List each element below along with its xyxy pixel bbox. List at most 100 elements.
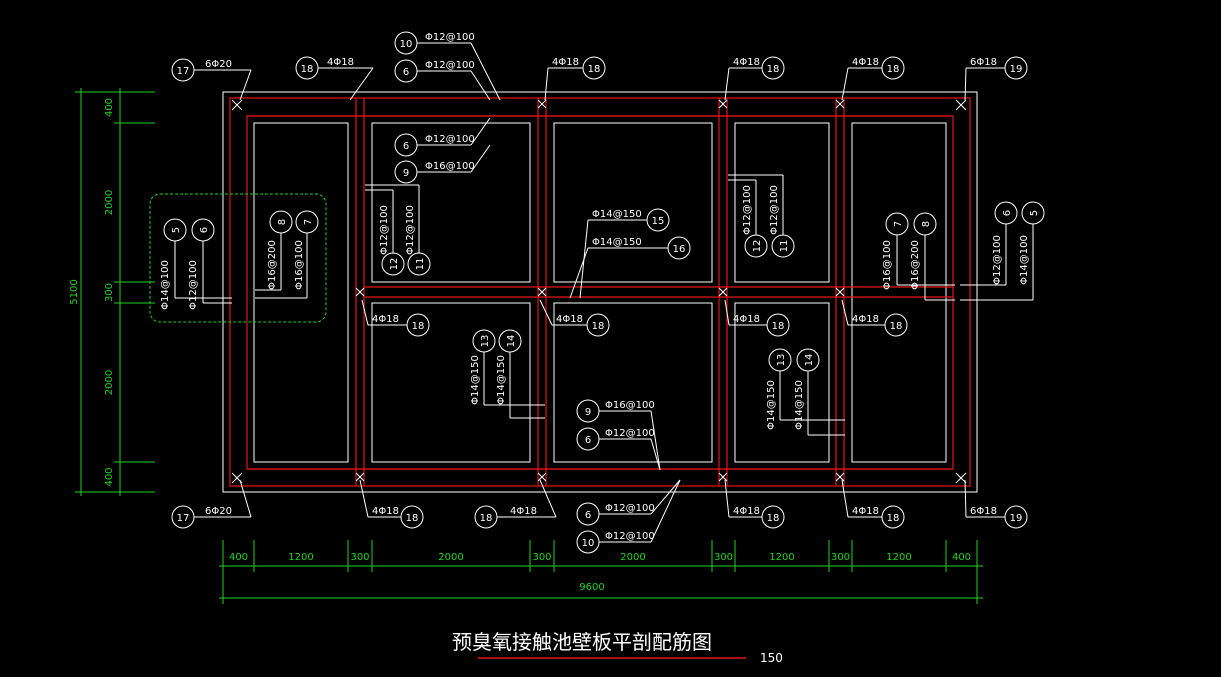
bar-mark-number: 9 xyxy=(585,407,591,418)
bar-mark-number: 6 xyxy=(585,435,591,446)
bar-spec: 4Φ18 xyxy=(733,506,760,517)
bar-spec: Φ14@150 xyxy=(592,209,642,220)
bar-spec: 4Φ18 xyxy=(372,506,399,517)
dim-value: 1200 xyxy=(769,552,794,563)
bar-spec: Φ12@100 xyxy=(605,428,655,439)
dim-value: 2000 xyxy=(438,552,463,563)
bar-mark-circle xyxy=(576,502,600,526)
bar-mark-circle xyxy=(171,58,195,82)
wall-reinforcement-lines xyxy=(229,97,971,487)
dim-value: 400 xyxy=(104,98,115,117)
bar-spec: 4Φ18 xyxy=(852,314,879,325)
bar-spec: Φ12@100 xyxy=(425,134,475,145)
dim-value: 400 xyxy=(229,552,248,563)
bar-mark-circle xyxy=(163,218,187,242)
drawing-title: 预臭氧接触池壁板平剖配筋图 xyxy=(452,630,712,654)
bar-mark-circle xyxy=(498,329,522,353)
bar-mark-number: 6 xyxy=(403,67,409,78)
bar-mark-circle xyxy=(407,252,431,276)
bar-mark-circle xyxy=(576,427,600,451)
bar-spec: 4Φ18 xyxy=(552,57,579,68)
bar-spec: 4Φ18 xyxy=(733,57,760,68)
bar-spec: Φ16@100 xyxy=(294,240,305,290)
bar-spec: Φ14@150 xyxy=(592,237,642,248)
chamber-openings xyxy=(253,122,947,463)
bar-spec: 4Φ18 xyxy=(556,314,583,325)
bar-mark-number: 6 xyxy=(585,510,591,521)
bar-spec: Φ12@100 xyxy=(425,32,475,43)
bar-mark-circle xyxy=(881,56,905,80)
dim-value: 300 xyxy=(714,552,733,563)
bar-spec: 6Φ18 xyxy=(970,506,997,517)
bar-spec: Φ16@100 xyxy=(882,240,893,290)
dim-value: 1200 xyxy=(886,552,911,563)
total-dimension: 9600 xyxy=(579,582,604,593)
bar-mark-number: 14 xyxy=(506,335,517,348)
dim-value: 300 xyxy=(831,552,850,563)
bar-spec: Φ12@100 xyxy=(379,205,390,255)
bar-mark-number: 19 xyxy=(1010,513,1023,524)
drawing-scale: 150 xyxy=(760,651,783,665)
bar-mark-number: 18 xyxy=(887,64,900,75)
bar-mark-number: 18 xyxy=(412,321,425,332)
bar-mark-circle xyxy=(171,505,195,529)
bar-mark-number: 5 xyxy=(171,227,182,233)
bar-mark-number: 18 xyxy=(406,513,419,524)
bar-spec: Φ14@150 xyxy=(496,355,507,405)
rebar-callout: 18 4Φ18 xyxy=(841,56,905,101)
bar-mark-circle xyxy=(406,313,430,337)
bar-mark-number: 11 xyxy=(415,258,426,271)
bar-mark-circle xyxy=(761,505,785,529)
bar-mark-circle xyxy=(394,31,418,55)
bar-mark-circle xyxy=(191,218,215,242)
bar-mark-number: 7 xyxy=(303,219,314,225)
bar-mark-number: 13 xyxy=(776,354,787,367)
bar-spec: 4Φ18 xyxy=(852,57,879,68)
dim-value: 300 xyxy=(104,283,115,302)
dim-value: 2000 xyxy=(104,190,115,215)
bar-spec: Φ12@100 xyxy=(605,503,655,514)
rebar-callout: 18 4Φ18 xyxy=(295,56,374,101)
outer-slab-outline xyxy=(222,91,978,493)
bar-mark-circle xyxy=(768,348,792,372)
bar-mark-number: 6 xyxy=(1002,210,1013,216)
bar-spec: 6Φ20 xyxy=(205,506,232,517)
bar-mark-number: 18 xyxy=(301,64,314,75)
bar-mark-circle xyxy=(295,56,319,80)
bar-mark-number: 17 xyxy=(177,66,190,77)
bar-spec: Φ16@100 xyxy=(425,161,475,172)
bar-spec: 6Φ18 xyxy=(970,57,997,68)
bar-spec: Φ14@150 xyxy=(470,355,481,405)
bar-mark-circle xyxy=(295,210,319,234)
bar-mark-number: 5 xyxy=(1029,210,1040,216)
bar-mark-circle xyxy=(472,329,496,353)
bar-mark-number: 14 xyxy=(804,354,815,367)
bar-mark-circle xyxy=(394,59,418,83)
bar-spec: 4Φ18 xyxy=(327,57,354,68)
bar-mark-circle xyxy=(994,201,1018,225)
dim-value: 1200 xyxy=(288,552,313,563)
bar-mark-number: 10 xyxy=(582,538,595,549)
bar-mark-number: 15 xyxy=(652,216,665,227)
bar-mark-circle xyxy=(1021,201,1045,225)
